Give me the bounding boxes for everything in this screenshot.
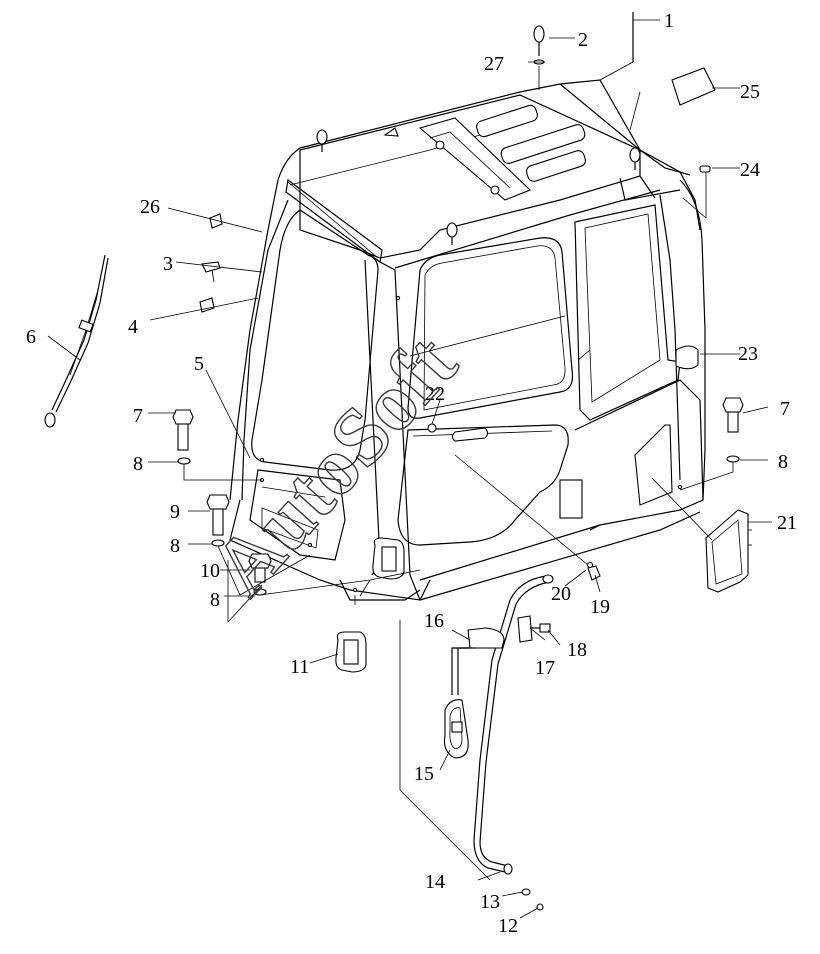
part-hinge-upper <box>372 537 405 580</box>
callout-3: 3 <box>163 253 173 275</box>
callout-11: 11 <box>290 656 309 678</box>
part-clip <box>201 261 221 273</box>
callout-16: 16 <box>424 610 444 632</box>
part-bracket-16 <box>451 627 505 695</box>
part-plate <box>705 509 752 593</box>
part-nut-19 <box>587 565 601 581</box>
callout-14: 14 <box>425 871 445 893</box>
callout-12: 12 <box>498 915 518 937</box>
part-pin <box>682 165 711 219</box>
side-panel <box>634 424 673 506</box>
part-washer-20 <box>586 561 594 569</box>
part-bolt-right <box>722 397 744 463</box>
callout-23: 23 <box>738 343 758 365</box>
part-eyebolt <box>533 25 545 90</box>
roof-vent-2 <box>500 124 586 164</box>
part-handle-15 <box>443 699 469 759</box>
callout-8-d: 8 <box>210 589 220 611</box>
hinge-plate <box>559 479 583 519</box>
part-washer-13 <box>521 888 531 896</box>
part-grommet <box>675 345 699 370</box>
callout-15: 15 <box>414 763 434 785</box>
callout-18: 18 <box>567 639 587 661</box>
part-cover <box>671 67 716 106</box>
callout-4: 4 <box>128 316 138 338</box>
callout-27: 27 <box>484 53 504 75</box>
callout-20: 20 <box>551 583 571 605</box>
callout-8-c: 8 <box>170 535 180 557</box>
callout-6: 6 <box>26 326 36 348</box>
part-bolt-left <box>172 409 194 465</box>
callout-21: 21 <box>777 512 797 534</box>
part-screw-12 <box>536 903 544 911</box>
leader-lines <box>47 19 772 919</box>
callout-24: 24 <box>740 159 760 181</box>
callout-7-left: 7 <box>133 405 143 427</box>
callout-26: 26 <box>140 196 160 218</box>
callout-5: 5 <box>194 353 204 375</box>
callout-25: 25 <box>740 81 760 103</box>
part-antenna <box>599 12 634 81</box>
callout-labels: 1 2 3 4 5 6 7 7 8 8 8 8 9 10 11 12 13 14… <box>26 10 797 937</box>
callout-1: 1 <box>664 10 674 32</box>
callout-8-b: 8 <box>778 451 788 473</box>
callout-17: 17 <box>535 657 555 679</box>
callout-22: 22 <box>425 383 445 405</box>
callout-9: 9 <box>170 501 180 523</box>
roof-vent-1 <box>476 104 538 138</box>
watermark: AutoSoft <box>196 318 474 613</box>
callout-13: 13 <box>480 891 500 913</box>
part-bolt-18 <box>530 623 551 633</box>
part-handrail <box>473 574 554 875</box>
callout-19: 19 <box>590 596 610 618</box>
part-bracket <box>199 297 215 313</box>
roof-vent-3 <box>526 150 586 182</box>
part-bolt-9 <box>206 494 230 547</box>
part-clamp-17 <box>517 615 533 643</box>
callout-8-a: 8 <box>133 453 143 475</box>
part-plug <box>209 213 223 229</box>
callout-7-right: 7 <box>780 398 790 420</box>
roof-eyebolts <box>316 127 641 245</box>
callout-2: 2 <box>578 29 588 51</box>
callout-10: 10 <box>200 560 220 582</box>
part-wiper <box>44 254 109 428</box>
cab-body <box>229 79 706 605</box>
part-hinge-11 <box>335 631 367 673</box>
door-handle <box>451 427 489 442</box>
